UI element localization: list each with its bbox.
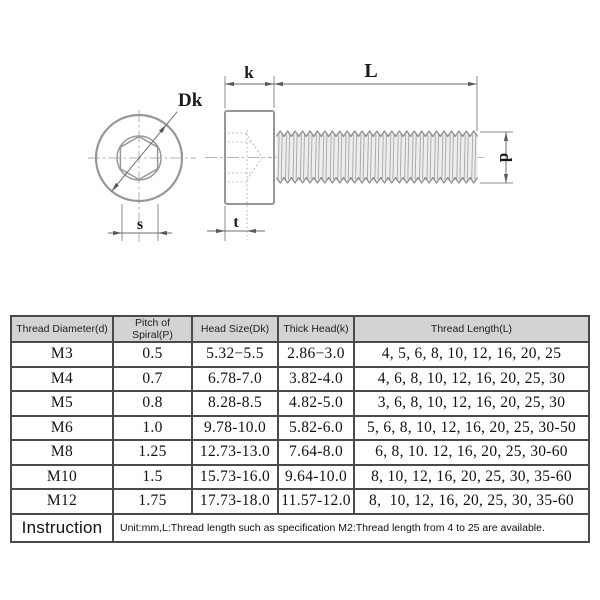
thread-size-cell: M12 — [10, 488, 114, 515]
dim-label-k: k — [244, 63, 254, 82]
dim-label-s: s — [137, 216, 143, 233]
dim-label-l: L — [364, 60, 377, 82]
screw-end-view: Dk s — [88, 90, 203, 242]
spec-cell: 3, 6, 8, 10, 12, 16, 20, 25, 30 — [353, 390, 590, 417]
header-pitch: Pitch of Spiral(P) — [112, 315, 193, 343]
spec-cell: 8.28-8.5 — [191, 390, 279, 417]
spec-cell: 8, 10, 12, 16, 20, 25, 30, 35-60 — [353, 488, 590, 515]
spec-cell: 5.32−5.5 — [191, 341, 279, 368]
spec-cell: 3.82-4.0 — [277, 365, 355, 392]
header-row: Thread Diameter(d) Pitch of Spiral(P) He… — [10, 315, 590, 343]
thread-top-edge — [276, 130, 478, 138]
arrowhead-icon — [159, 124, 167, 134]
thread-size-cell: M8 — [10, 439, 114, 466]
spec-cell: 15.73-16.0 — [191, 463, 279, 490]
spec-table: Thread Diameter(d) Pitch of Spiral(P) He… — [10, 315, 590, 543]
spec-cell: 6.78-7.0 — [191, 365, 279, 392]
arrowhead-icon — [113, 230, 122, 236]
thread-shaft — [276, 130, 478, 184]
arrowhead-icon — [503, 132, 509, 141]
header-thread-diameter: Thread Diameter(d) — [10, 315, 114, 343]
arrowhead-icon — [265, 81, 274, 87]
dim-label-dk: Dk — [178, 90, 203, 111]
spec-cell: 1.75 — [112, 488, 193, 515]
hex-socket — [119, 135, 159, 181]
spec-cell: 1.5 — [112, 463, 193, 490]
spec-cell: 6, 8, 10. 12, 16, 20, 25, 30-60 — [353, 439, 590, 466]
thread-size-cell: M10 — [10, 463, 114, 490]
screw-side-view: k L t d — [205, 60, 515, 241]
screw-diagram: Dk s k — [88, 60, 515, 242]
header-thick-head: Thick Head(k) — [277, 315, 355, 343]
dim-label-d: d — [496, 153, 515, 163]
thread-size-cell: M3 — [10, 341, 114, 368]
spec-cell: 12.73-13.0 — [191, 439, 279, 466]
spec-cell: 17.73-18.0 — [191, 488, 279, 515]
thread-bottom-edge — [276, 176, 478, 184]
header-head-size: Head Size(Dk) — [191, 315, 279, 343]
thread-size-cell: M5 — [10, 390, 114, 417]
dim-arrows — [111, 81, 509, 236]
spec-cell: 4.82-5.0 — [277, 390, 355, 417]
spec-cell: 8, 10, 12, 16, 20, 25, 30, 35-60 — [353, 463, 590, 490]
spec-cell: 1.25 — [112, 439, 193, 466]
arrowhead-icon — [111, 182, 119, 192]
spec-cell: 0.8 — [112, 390, 193, 417]
arrowhead-icon — [247, 228, 256, 234]
arrowhead-icon — [274, 81, 283, 87]
header-thread-length: Thread Length(L) — [353, 315, 590, 343]
spec-cell: 2.86−3.0 — [277, 341, 355, 368]
thread-size-cell: M4 — [10, 365, 114, 392]
spec-cell: 9.64-10.0 — [277, 463, 355, 490]
instruction-row: Instruction Unit:mm,L:Thread length such… — [10, 512, 590, 543]
spec-cell: 1.0 — [112, 414, 193, 441]
spec-cell: 4, 5, 6, 8, 10, 12, 16, 20, 25 — [353, 341, 590, 368]
spec-cell: 5, 6, 8, 10, 12, 16, 20, 25, 30-50 — [353, 414, 590, 441]
dim-label-t: t — [233, 214, 239, 231]
thread-crest-lines — [277, 134, 477, 180]
arrowhead-icon — [503, 174, 509, 183]
head-outer-circle — [94, 113, 184, 203]
dk-dimension-line — [111, 111, 178, 192]
arrowhead-icon — [468, 81, 477, 87]
spec-cell: 0.5 — [112, 341, 193, 368]
spec-cell: 11.57-12.0 — [277, 488, 355, 515]
hidden-socket-lines — [228, 130, 263, 240]
thread-size-cell: M6 — [10, 414, 114, 441]
arrowhead-icon — [216, 228, 225, 234]
instruction-label: Instruction — [10, 512, 114, 543]
spec-cell: 4, 6, 8, 10, 12, 16, 20, 25, 30 — [353, 365, 590, 392]
arrowhead-icon — [225, 81, 234, 87]
spec-cell: 0.7 — [112, 365, 193, 392]
arrowhead-icon — [158, 230, 167, 236]
spec-cell: 7.64-8.0 — [277, 439, 355, 466]
thread-body — [276, 133, 478, 181]
spec-cell: 9.78-10.0 — [191, 414, 279, 441]
spec-cell: 5.82-6.0 — [277, 414, 355, 441]
spec-table-container: Thread Diameter(d) Pitch of Spiral(P) He… — [10, 315, 590, 543]
instruction-text: Unit:mm,L:Thread length such as specific… — [112, 512, 590, 543]
